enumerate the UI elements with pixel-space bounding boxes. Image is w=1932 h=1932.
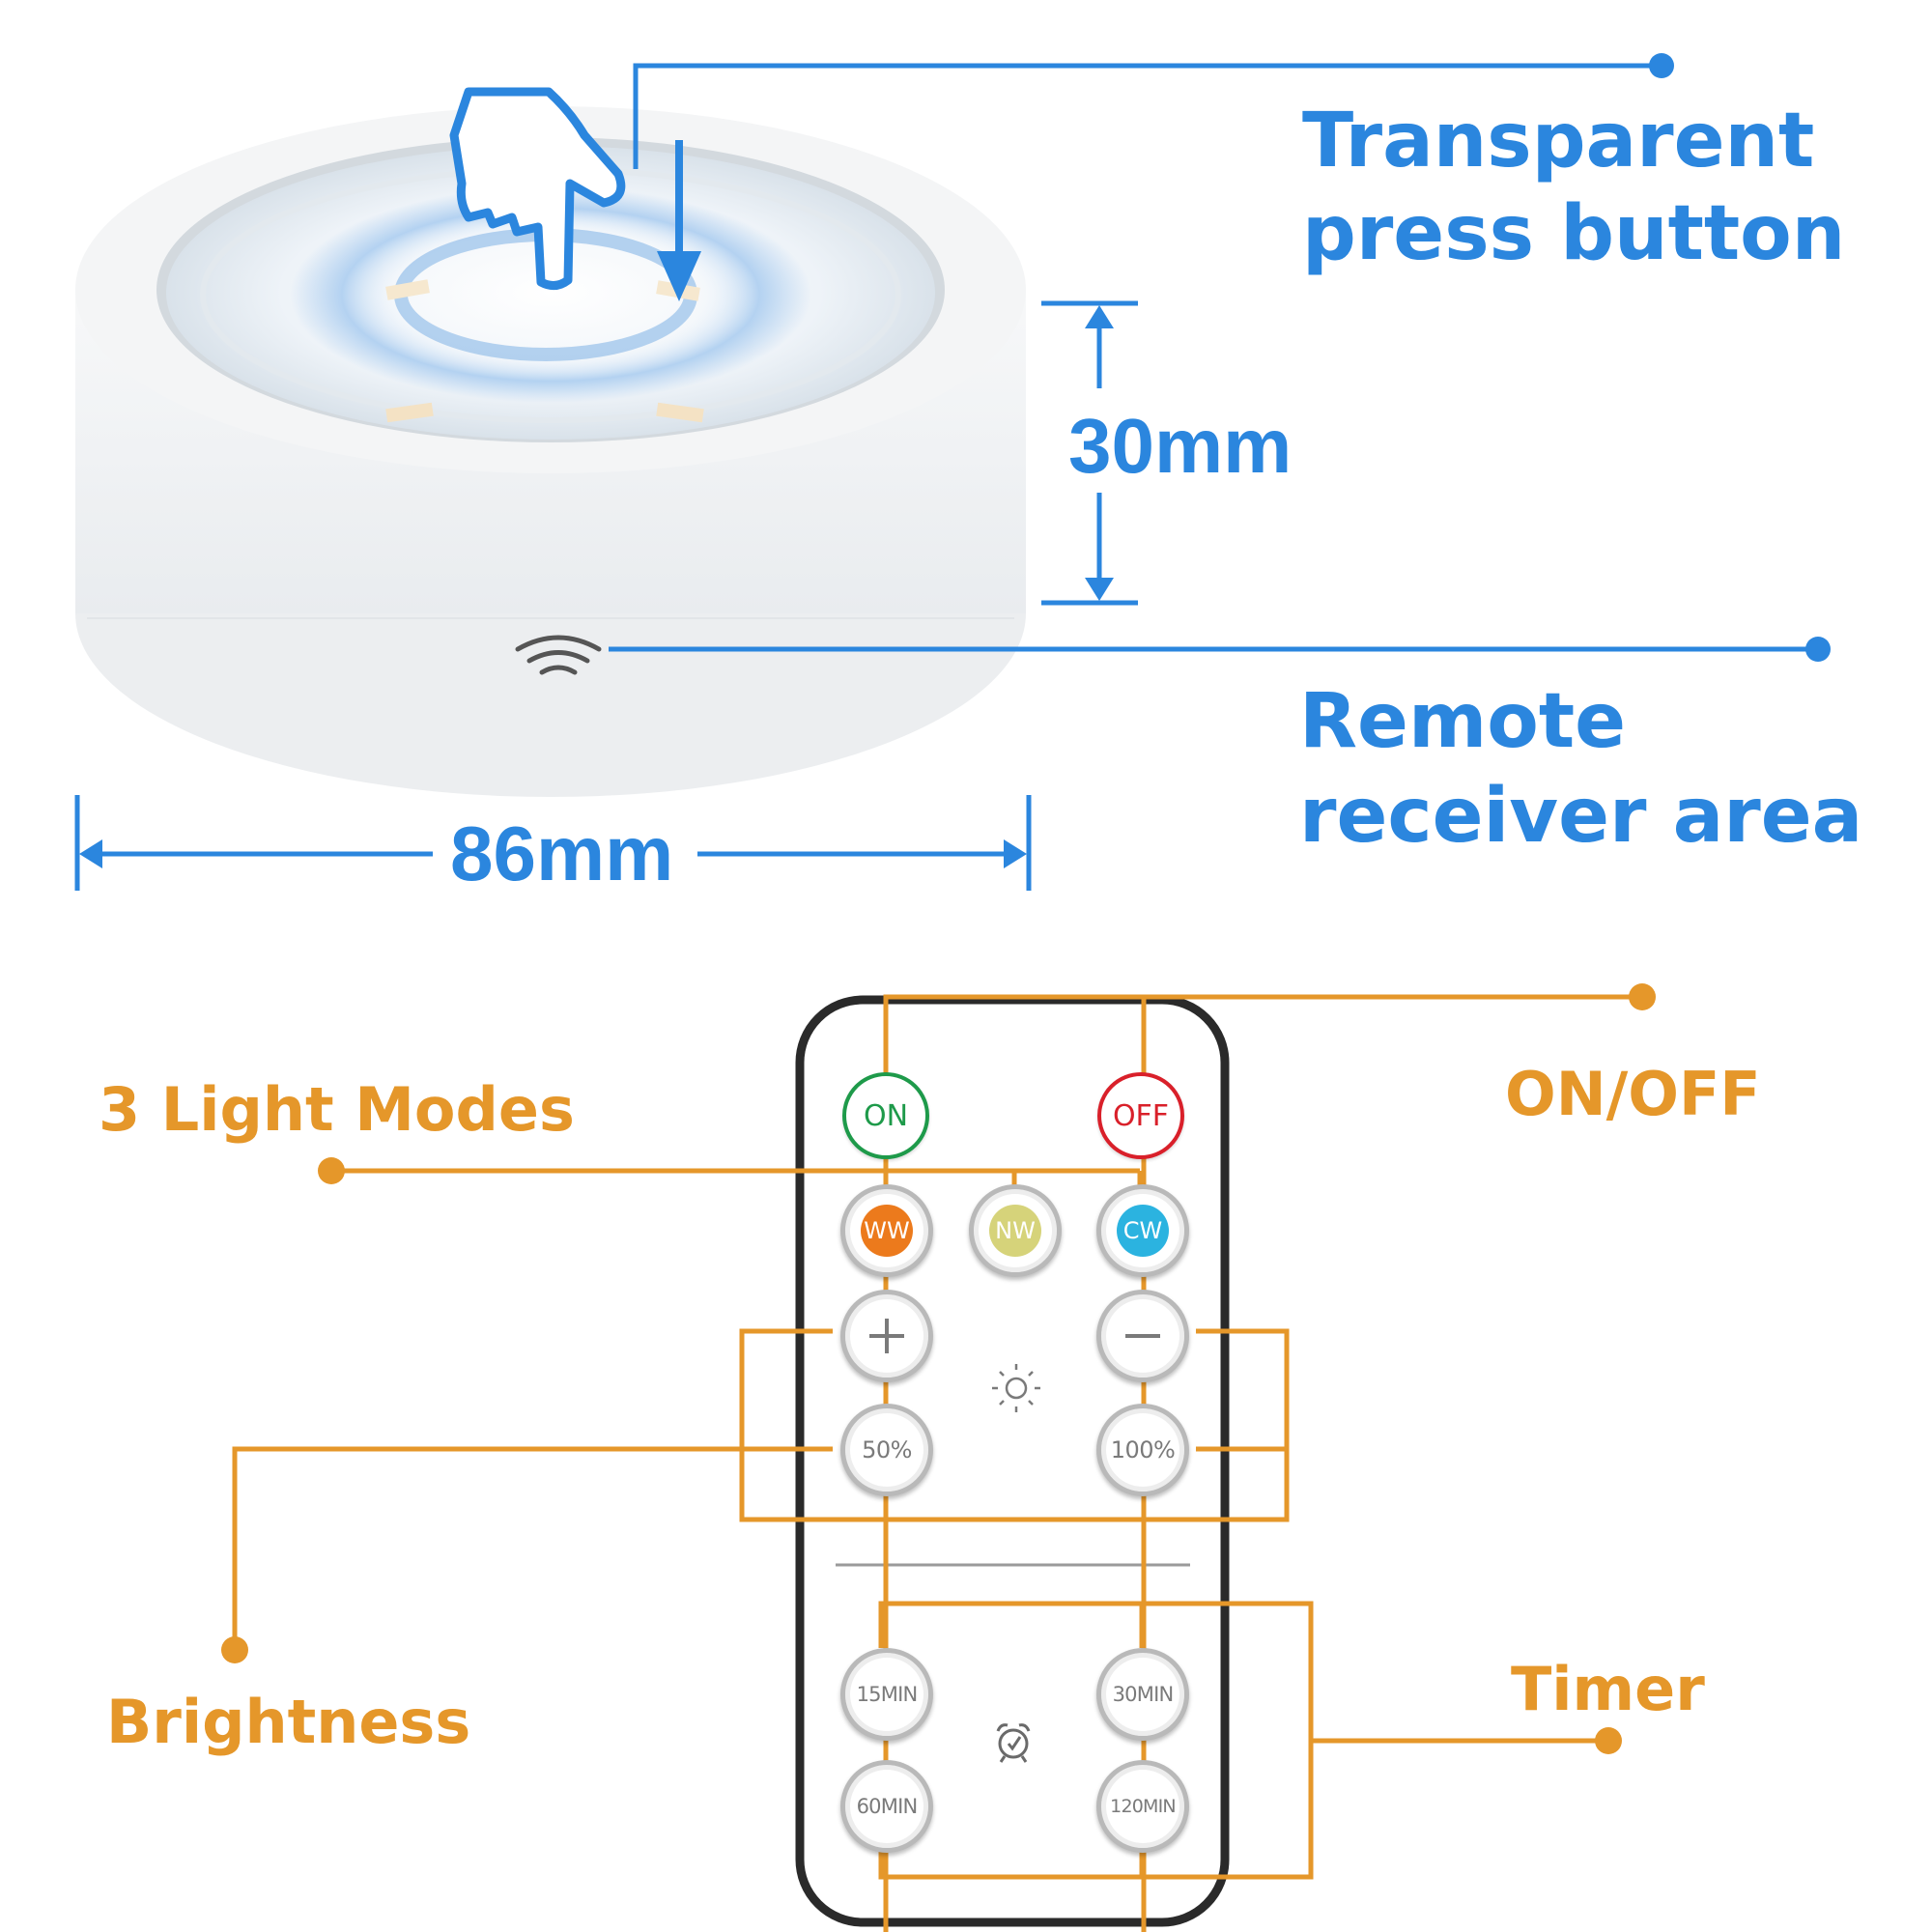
timer-120min-button[interactable]: 120MIN (1096, 1760, 1189, 1853)
timer-120min-label: 120MIN (1110, 1796, 1176, 1817)
press-button-label: Transparent press button (1302, 95, 1845, 280)
ww-button-label: WW (864, 1217, 910, 1244)
nw-button[interactable]: NW (969, 1184, 1062, 1277)
puck-light-illustration (74, 53, 1831, 891)
press-button-leader (633, 53, 1674, 169)
brightness-50-button[interactable]: 50% (840, 1404, 933, 1496)
height-label: 30mm (1068, 403, 1293, 489)
on-off-label: ON/OFF (1505, 1059, 1761, 1129)
cw-button[interactable]: CW (1096, 1184, 1189, 1277)
on-button-label: ON (863, 1098, 909, 1133)
ww-button[interactable]: WW (840, 1184, 933, 1277)
pointing-hand-icon (449, 87, 626, 290)
minus-icon (1125, 1334, 1160, 1338)
timer-30min-label: 30MIN (1112, 1683, 1175, 1706)
off-button-label: OFF (1112, 1098, 1170, 1133)
timer-label: Timer (1511, 1654, 1705, 1724)
brightness-label: Brightness (106, 1687, 471, 1757)
press-button-label-line1: Transparent (1302, 98, 1815, 185)
receiver-leader (609, 637, 1831, 662)
off-button[interactable]: OFF (1097, 1072, 1184, 1159)
height-dimension (1041, 300, 1138, 606)
press-button-label-line2: press button (1302, 190, 1846, 277)
alarm-clock-icon (996, 1723, 1031, 1763)
brightness-leader (221, 1328, 1290, 1663)
receiver-label-line2: receiver area (1299, 773, 1863, 860)
on-button[interactable]: ON (842, 1072, 929, 1159)
light-modes-leader (318, 1157, 1143, 1194)
plus-icon (869, 1319, 904, 1353)
timer-60min-label: 60MIN (856, 1795, 919, 1818)
brightness-down-button[interactable] (1096, 1290, 1189, 1382)
width-dimension (74, 795, 1032, 891)
timer-60min-button[interactable]: 60MIN (840, 1760, 933, 1853)
receiver-label-line1: Remote (1299, 678, 1627, 765)
light-modes-label: 3 Light Modes (99, 1074, 575, 1145)
sun-icon (992, 1364, 1040, 1412)
brightness-100-label: 100% (1110, 1436, 1176, 1463)
brightness-up-button[interactable] (840, 1290, 933, 1382)
down-arrow-icon (657, 140, 701, 301)
timer-15min-button[interactable]: 15MIN (840, 1648, 933, 1741)
brightness-50-label: 50% (862, 1436, 912, 1463)
timer-15min-label: 15MIN (856, 1683, 919, 1706)
nw-button-label: NW (995, 1217, 1036, 1244)
brightness-100-button[interactable]: 100% (1096, 1404, 1189, 1496)
receiver-label: Remote receiver area (1299, 674, 1862, 864)
wireless-signal-icon (515, 635, 602, 675)
width-label: 86mm (450, 810, 674, 896)
timer-30min-button[interactable]: 30MIN (1096, 1648, 1189, 1741)
cw-button-label: CW (1122, 1217, 1163, 1244)
